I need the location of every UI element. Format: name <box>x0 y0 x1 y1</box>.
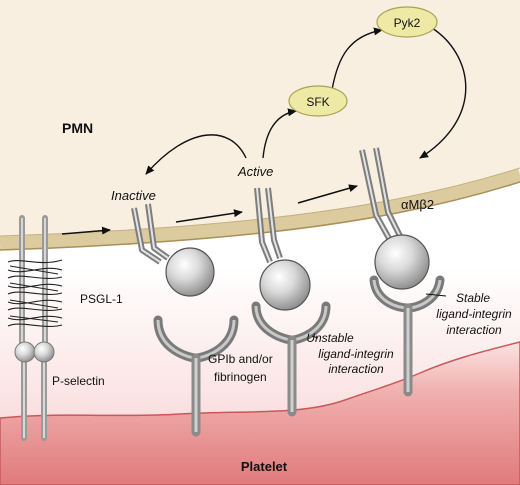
ligand-gpib-icon <box>153 315 239 437</box>
pyk2-node: Pyk2 <box>376 6 438 38</box>
integrin-inactive-icon <box>131 203 215 297</box>
arrow-icon <box>145 134 247 175</box>
stable-label-line2: ligand-integrin <box>436 307 512 321</box>
arrow-icon <box>297 184 358 204</box>
pyk2-label: Pyk2 <box>394 16 421 30</box>
ligand-unstable-icon <box>251 301 331 417</box>
sfk-label: SFK <box>306 95 329 109</box>
arrow-icon <box>61 226 111 235</box>
gpib-label-line1: GPIb and/or <box>208 352 273 366</box>
unstable-label-line1: Unstable <box>306 331 354 345</box>
sfk-node: SFK <box>288 85 348 117</box>
arrow-icon <box>419 27 467 159</box>
p-selectin-molecule <box>14 341 55 441</box>
unstable-label-line2: ligand-integrin <box>318 347 394 361</box>
p-selectin-label: P-selectin <box>52 374 105 388</box>
unstable-label-line3: interaction <box>328 362 384 376</box>
arrow-icon <box>331 27 383 91</box>
stable-label-line3: interaction <box>446 323 502 337</box>
integrin-label: αMβ2 <box>401 197 434 212</box>
psgl1-molecule <box>7 215 63 348</box>
platelet-label: Platelet <box>241 459 288 474</box>
pmn-membrane-outer-line <box>0 181 520 251</box>
inactive-label: Inactive <box>111 188 156 203</box>
stable-label-line1: Stable <box>456 291 490 305</box>
arrow-icon <box>262 108 297 159</box>
psgl1-label: PSGL-1 <box>80 292 123 306</box>
arrow-icon <box>175 209 243 223</box>
pmn-label: PMN <box>62 120 93 136</box>
pmn-cell <box>0 0 520 243</box>
integrin-active-unstable-icon <box>254 187 311 311</box>
platelet-cell <box>0 341 520 485</box>
psgl1-glycans <box>7 259 63 327</box>
active-label: Active <box>237 164 273 179</box>
unstable-pointer <box>311 335 319 339</box>
gpib-label-line2: fibrinogen <box>214 370 267 384</box>
stable-pointer <box>425 293 447 297</box>
integrin-stable-icon <box>359 147 430 290</box>
